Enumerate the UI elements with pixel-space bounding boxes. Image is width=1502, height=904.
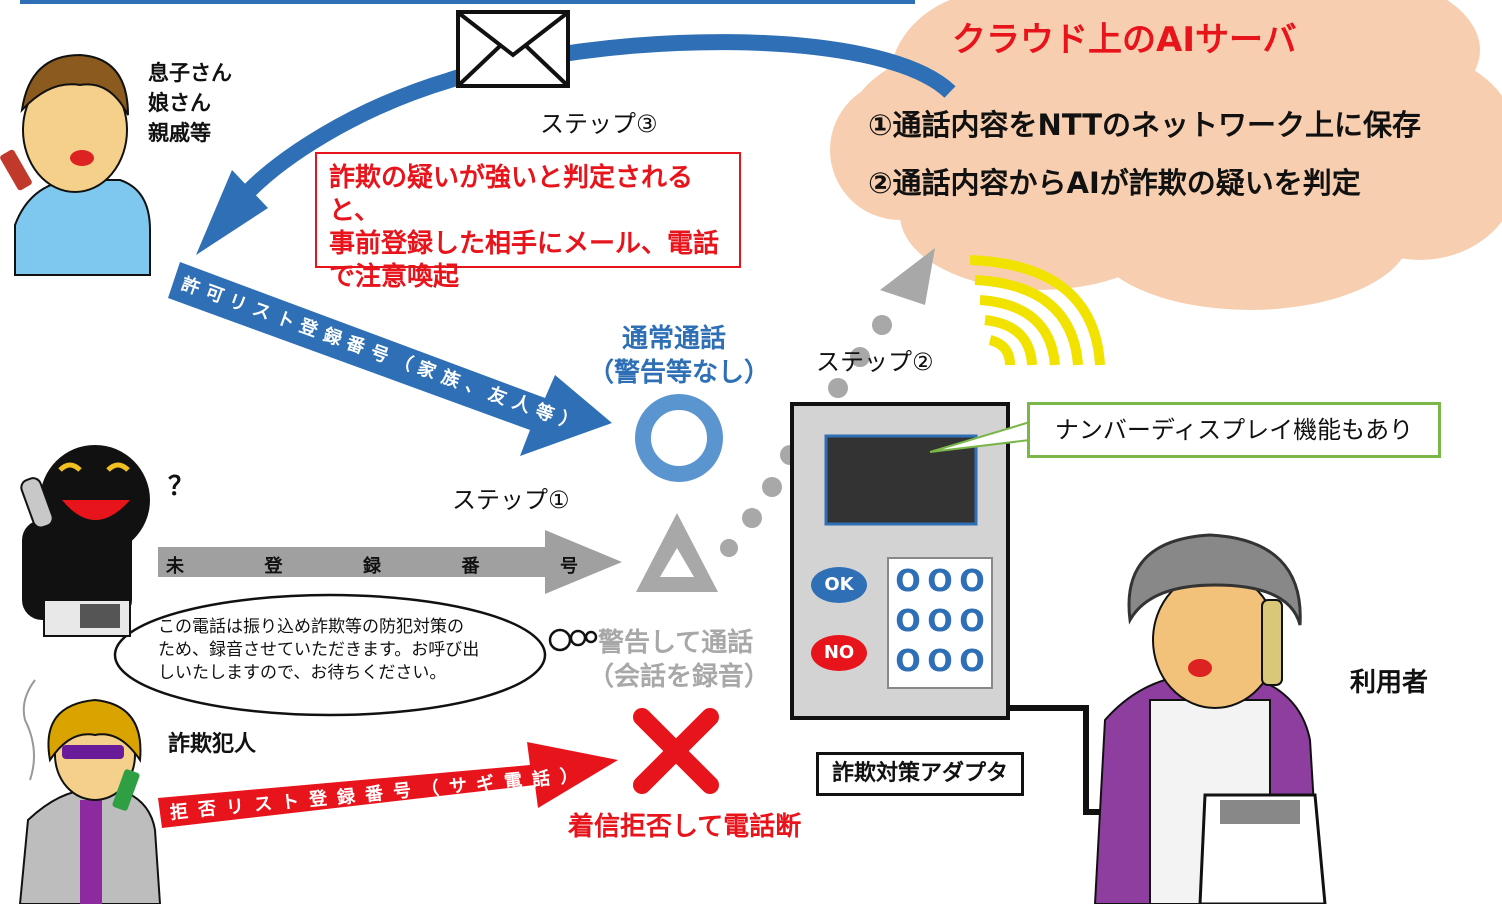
speech-line-3: しいたしますので、お待ちください。	[158, 663, 447, 683]
no-button: NO	[811, 635, 867, 671]
deny-char: 否	[196, 798, 218, 822]
alert-line-3: で注意喚起	[329, 262, 460, 292]
fraudster-label: 詐欺犯人	[168, 732, 257, 757]
step2-label: ステップ②	[816, 348, 934, 376]
cloud-line-1: ①通話内容をNTTのネットワーク上に保存	[868, 108, 1422, 142]
alert-line-2: 事前登録した相手にメール、電話	[329, 229, 720, 259]
keypad-key: O	[927, 644, 953, 679]
unknown-caller-mark: ？	[168, 472, 195, 502]
deny-char: 録	[336, 785, 357, 809]
cloud-title: クラウド上のAIサーバ	[952, 20, 1297, 60]
step1-label: ステップ①	[452, 486, 570, 514]
adapter-label: 詐欺対策アダプタ	[816, 752, 1024, 796]
warn-call-sub-label: （会話を録音）	[588, 662, 771, 692]
deny-char: 登	[308, 788, 329, 812]
deny-char: 話	[531, 767, 552, 791]
keypad-key: O	[959, 644, 985, 679]
deny-char: 拒	[169, 801, 190, 824]
deny-list-arrow	[158, 742, 618, 828]
unregistered-char: 番	[461, 556, 480, 577]
unregistered-char: 未	[166, 556, 184, 577]
speech-line-2: ため、録音させていただきます。お呼び出	[158, 640, 480, 660]
alert-notice-box: 詐欺の疑いが強いと判定されると、 事前登録した相手にメール、電話 で注意喚起	[315, 152, 741, 292]
unknown-caller-illustration	[20, 445, 150, 637]
warn-call-label: 警告して通話	[598, 628, 754, 658]
speech-text: この電話は振り込め詐欺等の防犯対策の ため、録音させていただきます。お呼び出 し…	[158, 616, 479, 685]
signal-icon	[969, 255, 1105, 366]
deny-char: 号	[391, 780, 413, 804]
family-label-line-1: 息子さん	[148, 61, 232, 85]
alert-line-1: 詐欺の疑いが強いと判定されると、	[329, 163, 694, 226]
deny-char: ト	[280, 790, 301, 814]
mail-icon	[456, 10, 570, 88]
step3-arrowhead	[196, 170, 268, 255]
step3-label: ステップ③	[540, 110, 658, 138]
deny-char: 番	[364, 783, 385, 806]
deny-char: （	[419, 777, 440, 801]
normal-call-label: 通常通話	[622, 324, 727, 354]
deny-char: 電	[503, 770, 524, 794]
ai-server-cloud	[830, 0, 1502, 310]
ok-button: OK	[811, 567, 867, 603]
keypad-key: O	[927, 564, 953, 599]
fraud-adapter-device	[790, 402, 1010, 720]
keypad-key: O	[959, 604, 985, 639]
circle-ok-icon	[635, 394, 723, 482]
deny-char: リ	[224, 795, 245, 819]
speech-line-1: この電話は振り込め詐欺等の防犯対策の	[158, 617, 464, 637]
cross-reject-icon	[633, 708, 719, 794]
family-member-illustration	[0, 53, 151, 276]
speech-bubble	[113, 593, 598, 717]
reject-call-label: 着信拒否して電話断	[568, 812, 802, 842]
deny-char: ）	[559, 765, 580, 788]
unregistered-char: 号	[560, 556, 578, 577]
deny-char: ス	[252, 793, 273, 817]
user-label: 利用者	[1350, 668, 1429, 698]
number-display-callout: ナンバーディスプレイ機能もあり	[1027, 402, 1441, 458]
family-label-line-2: 娘さん	[148, 91, 211, 115]
unregistered-char: 録	[363, 556, 381, 577]
allow-list-arrow	[168, 262, 612, 456]
keypad-key: O	[895, 644, 921, 679]
fraudster-illustration	[18, 679, 162, 904]
family-label: 息子さん 娘さん 親戚等	[148, 58, 232, 148]
cloud-line-2: ②通話内容からAIが詐欺の疑いを判定	[868, 166, 1361, 200]
normal-call-sub-label: （警告等なし）	[588, 358, 771, 388]
user-illustration	[1093, 533, 1327, 904]
deny-char: ギ	[475, 772, 496, 796]
keypad-key: O	[895, 604, 921, 639]
unregistered-char: 登	[264, 556, 283, 577]
deny-char: サ	[447, 775, 468, 799]
keypad-key: O	[927, 604, 953, 639]
unregistered-arrow	[158, 530, 622, 594]
keypad-key: O	[959, 564, 985, 599]
family-label-line-3: 親戚等	[148, 121, 211, 145]
keypad-key: O	[895, 564, 921, 599]
